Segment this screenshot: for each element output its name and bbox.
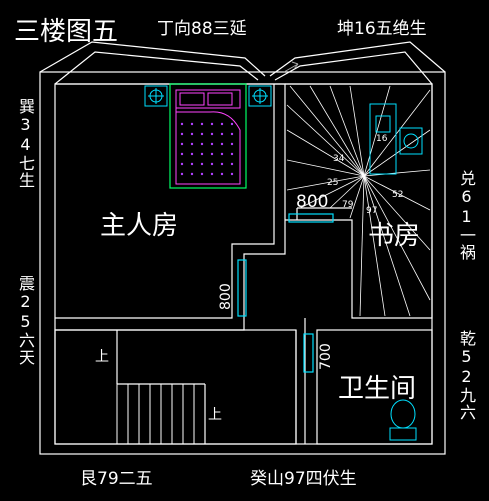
radial-number: 97 [366,206,378,216]
door-openings [237,213,334,373]
bottom-left-label: 艮79二五 [80,469,153,489]
study-desk [369,103,423,175]
radial-number: 52 [392,190,404,200]
dimension-master-door: 800 [218,283,234,310]
stair-up-right: 上 [208,407,222,423]
nightstand-lamp-left [144,85,168,107]
compass-rays [286,85,431,317]
facing-label: 丁向88三延 [157,19,247,39]
radial-number: 34 [333,154,345,164]
room-study: 书房 [368,221,421,251]
radial-number: 79 [342,200,354,210]
room-bathroom: 卫生间 [338,374,417,404]
left-lower-label: 震25六天 [16,275,35,366]
left-upper-label: 巽34七生 [16,98,35,189]
dimension-study-door: 800 [296,192,329,212]
nightstand-lamp-right [248,85,272,107]
stair-treads [116,384,195,444]
north-arrow [283,61,299,73]
bed-dots [180,122,234,176]
bed [169,83,247,189]
room-master-bedroom: 主人房 [100,211,179,241]
right-upper-label: 兑61一祸 [457,170,476,261]
stair-up-left: 上 [95,349,109,365]
top-right-label: 坤16五绝生 [337,19,427,39]
bottom-center-label: 癸山97四伏生 [250,469,357,489]
radial-number: 25 [327,178,339,188]
plan-title: 三楼图五 [14,17,119,47]
toilet [389,399,417,441]
dimension-bath-door: 700 [318,343,334,370]
right-lower-label: 乾52九六 [457,330,476,421]
radial-number: 16 [376,134,388,144]
